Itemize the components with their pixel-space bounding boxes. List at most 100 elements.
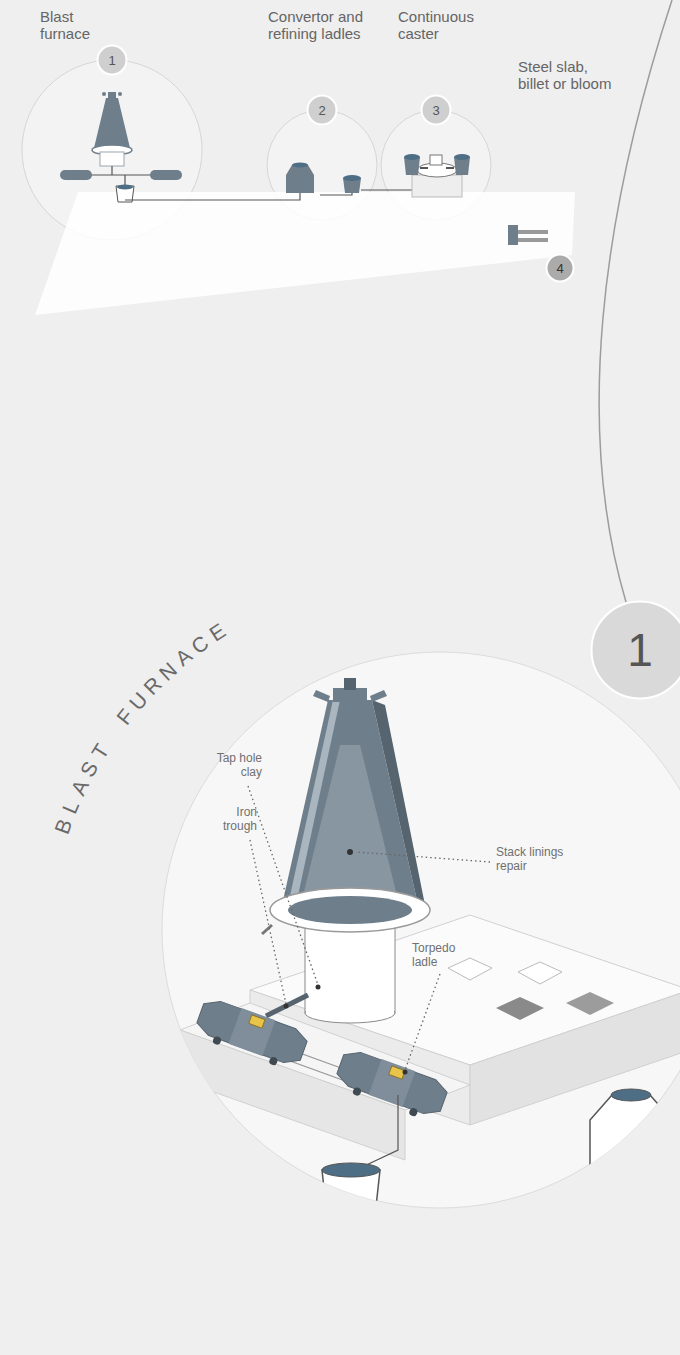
- overview-plant: [102, 92, 106, 96]
- blast-furnace-illustration: [347, 849, 353, 855]
- blast-furnace-illustration: [369, 1059, 416, 1107]
- leader-lines: [250, 840, 286, 1004]
- blast-furnace-illustration: [270, 888, 430, 932]
- title-letter: F: [112, 705, 136, 728]
- overview-plant: [108, 92, 116, 99]
- blast-furnace-illustration: [496, 997, 544, 1020]
- overview-plant: [454, 154, 470, 160]
- blast-furnace-illustration: [313, 690, 330, 702]
- stage-label: Continuous caster: [398, 8, 488, 43]
- blast-furnace-illustration: [389, 1066, 405, 1079]
- overview-plant: [404, 154, 420, 160]
- overview-plant: [361, 189, 420, 190]
- part-label: Tap hole clay: [200, 752, 262, 780]
- blast-furnace-illustration: [306, 1000, 394, 1012]
- badge-circle-shape: [547, 255, 574, 282]
- callout-number: 3: [432, 104, 439, 117]
- title-letter: B: [51, 816, 76, 836]
- blast-furnace-illustration: [518, 962, 562, 984]
- title-letter: E: [206, 620, 229, 645]
- badge-circle-shape: [592, 602, 680, 699]
- title-letter: [102, 725, 123, 742]
- overview-plant: [420, 167, 454, 169]
- callout-badge: 2: [306, 94, 338, 126]
- detail-circle: [162, 652, 680, 1208]
- callout-number: 4: [556, 262, 563, 275]
- blast-furnace-illustration: [288, 896, 412, 924]
- blast-furnace-illustration: [249, 1015, 265, 1028]
- overview-platform: [35, 192, 575, 315]
- leader-dots: [284, 985, 408, 1075]
- overview-plant: [100, 152, 124, 166]
- title-letter: R: [139, 673, 165, 699]
- blast-furnace-illustration: [611, 1089, 651, 1101]
- blast-furnace-illustration: [266, 995, 308, 1016]
- part-label: Iron trough: [205, 806, 257, 834]
- callout-number: 1: [627, 627, 653, 673]
- blast-furnace-illustration: [288, 700, 340, 905]
- leader-lines: [356, 852, 490, 862]
- overview-plant: [508, 225, 518, 245]
- overview-plant: [60, 92, 548, 245]
- overview-plant: [292, 163, 308, 168]
- blast-furnace-illustration: [322, 1170, 380, 1225]
- callout-badge: 1: [590, 600, 680, 700]
- blast-furnace-illustration: [229, 1008, 276, 1056]
- blast-furnace-illustration: [408, 1107, 418, 1117]
- overview-plant: [150, 170, 182, 180]
- callout-badge: 1: [96, 44, 128, 76]
- blast-furnace-illustration: [590, 1095, 672, 1200]
- badge-circle-shape: [308, 96, 337, 125]
- title-letter: C: [188, 631, 213, 657]
- badge-circle-shape: [98, 46, 127, 75]
- title-letter: A: [171, 645, 195, 670]
- overview-plant: [430, 155, 442, 165]
- overview-plant: [518, 232, 548, 240]
- title-letter: L: [59, 797, 83, 816]
- blast-furnace-illustration: [370, 690, 387, 702]
- overview-plant: [286, 165, 314, 193]
- callout-badge: 3: [420, 94, 452, 126]
- blast-furnace-illustration: [180, 678, 680, 1225]
- blast-furnace-illustration: [334, 1047, 450, 1118]
- stage-label: Blast furnace: [40, 8, 120, 43]
- callout-badge: 4: [545, 253, 575, 283]
- overview-plant: [118, 92, 122, 96]
- leader-lines: [405, 974, 440, 1070]
- callout-number: 2: [318, 104, 325, 117]
- overview-plant: [94, 98, 130, 148]
- blast-furnace-illustration: [360, 1095, 398, 1168]
- blast-furnace-illustration: [268, 1056, 278, 1066]
- blast-furnace-illustration: [212, 1035, 222, 1045]
- blast-furnace-illustration: [352, 1086, 362, 1096]
- overview-plant: [125, 185, 352, 200]
- leader-lines: [248, 786, 318, 985]
- blast-furnace-illustration: [333, 688, 367, 702]
- blast-furnace-illustration: [332, 1046, 450, 1124]
- part-label: Torpedo ladle: [412, 942, 476, 970]
- title-letter: A: [67, 777, 92, 799]
- stage-label: Steel slab, billet or bloom: [518, 58, 613, 93]
- part-label: Stack linings repair: [496, 846, 596, 874]
- blast-furnace-illustration: [566, 992, 614, 1015]
- overview-plant: [117, 185, 133, 190]
- blast-furnace-illustration: [302, 745, 398, 900]
- leader-dots: [316, 985, 321, 990]
- title-letter: T: [88, 740, 113, 762]
- leader-dots: [403, 1070, 408, 1075]
- section-title: BLAST FURNACE: [40, 600, 270, 850]
- blast-furnace-illustration: [344, 678, 356, 690]
- title-letter: S: [77, 758, 102, 780]
- blast-furnace-illustration: [194, 996, 310, 1067]
- overview-plant: [412, 175, 462, 197]
- stage-label: Convertor and refining ladles: [268, 8, 378, 43]
- overview-plant: [343, 175, 361, 181]
- callout-number: 1: [108, 54, 115, 67]
- leader-dots: [284, 1004, 289, 1009]
- leader-lines: [248, 786, 490, 1070]
- blast-furnace-illustration: [322, 1163, 380, 1177]
- title-letter: U: [125, 688, 151, 713]
- blast-furnace-illustration: [192, 995, 310, 1073]
